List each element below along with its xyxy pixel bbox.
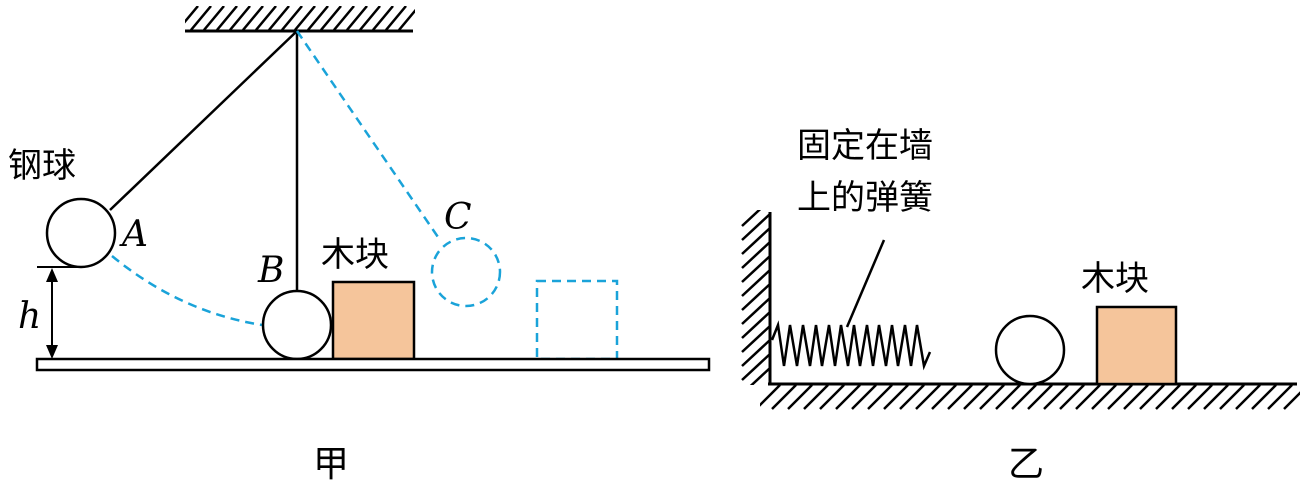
wall: [741, 210, 772, 385]
steel-ball-b: [261, 289, 333, 361]
steel-ball-c-dashed: [430, 236, 502, 308]
figure-b-caption: 乙: [1008, 444, 1044, 485]
point-b-label: B: [257, 250, 284, 291]
swing-arc-dashed: [111, 255, 263, 327]
steel-ball-b2: [994, 314, 1066, 386]
figure-a: 钢球 A B C h 木块 甲: [8, 6, 711, 485]
figure-b: 固定在墙 上的弹簧 木块 乙: [741, 126, 1300, 485]
string-c-dashed: [295, 30, 442, 241]
string-a: [109, 30, 298, 211]
spring-label-line2: 上的弹簧: [797, 178, 933, 218]
spring-pointer-line: [845, 239, 886, 328]
steel-ball-a: [45, 197, 117, 269]
spring: [770, 320, 932, 371]
wood-block-a: [331, 280, 416, 361]
spring-label-line1: 固定在墙: [797, 126, 933, 166]
floor: [760, 382, 1300, 410]
steel-ball-label: 钢球: [8, 146, 76, 186]
point-c-label: C: [444, 197, 472, 238]
figure-a-caption: 甲: [313, 444, 349, 485]
wood-block-a-label: 木块: [321, 235, 389, 275]
height-marker: [37, 266, 81, 349]
height-arrow-down: [46, 345, 58, 359]
ceiling: [185, 6, 415, 33]
height-arrow-up: [46, 268, 58, 282]
wood-block-dashed: [535, 279, 619, 361]
table-surface: [35, 357, 711, 372]
height-label: h: [18, 296, 41, 337]
wood-block-b: [1095, 305, 1178, 386]
point-a-label: A: [119, 214, 148, 255]
wood-block-b-label: 木块: [1081, 259, 1149, 299]
